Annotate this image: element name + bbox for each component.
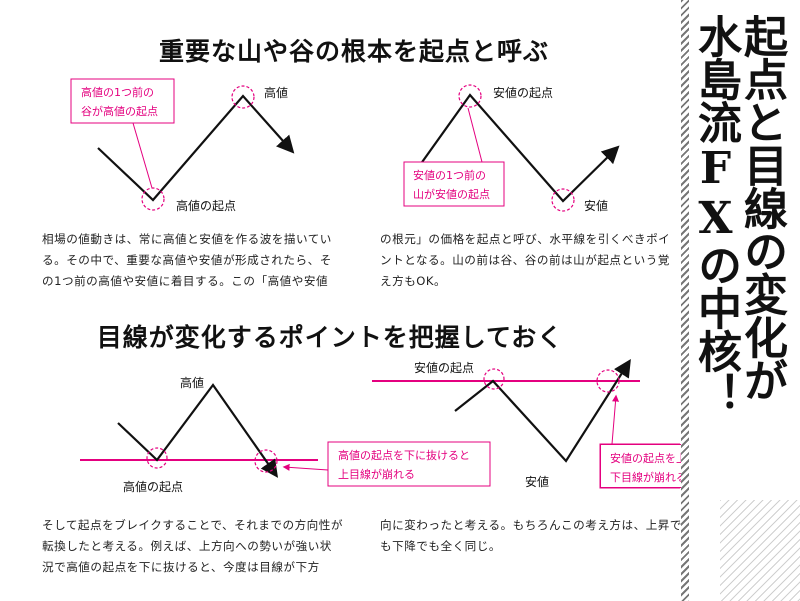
body-text-2: の根元」の価格を起点と呼び、水平線を引くべきポイ ントとなる。山の前は谷、谷の前… xyxy=(380,232,671,288)
peak-label: 高値 xyxy=(264,85,288,100)
hatched-divider xyxy=(681,0,689,601)
callout-text-1: 安値の1つ前の xyxy=(413,168,486,182)
callout-pointer xyxy=(132,122,153,189)
origin-circle xyxy=(146,447,168,469)
callout-box xyxy=(403,161,505,207)
peak-label: 高値 xyxy=(180,375,204,390)
sidebar-title-line-1: 起点と目線の変化が xyxy=(736,14,787,401)
break-circle xyxy=(596,369,620,393)
origin-label: 安値の起点 xyxy=(414,360,474,375)
price-wave-line xyxy=(97,94,295,202)
origin-label: 高値の起点 xyxy=(176,198,236,213)
section2-diagrams: 高値 高値の起点 高値の起点を下に抜けると 上目線が崩れる 安値の起点 安値 xyxy=(80,359,680,494)
body-text-3: そして起点をブレイクすることで、それまでの方向性が 転換したと考える。例えば、上… xyxy=(42,518,343,574)
diagram-peak-origin: 高値の1つ前の 谷が高値の起点 高値 高値の起点 xyxy=(70,78,295,213)
corner-hatch xyxy=(720,500,800,601)
trough-circle xyxy=(551,188,575,212)
break-circle xyxy=(254,449,278,473)
callout-text-2: 山が安値の起点 xyxy=(413,187,490,201)
callout-text-1: 高値の起点を下に抜けると xyxy=(338,448,470,462)
sidebar-title-line-2: 水島流FXの中核！ xyxy=(690,14,741,415)
callout-box xyxy=(327,441,491,487)
origin-label: 安値の起点 xyxy=(493,85,553,100)
callout-text-2: 上目線が崩れる xyxy=(338,467,415,481)
price-wave-line xyxy=(454,359,631,463)
section2-heading: 目線が変化するポイントを把握しておく xyxy=(96,323,564,352)
origin-circle xyxy=(458,84,482,108)
diagram-break-down: 高値 高値の起点 高値の起点を下に抜けると 上目線が崩れる xyxy=(80,375,491,494)
price-wave-line xyxy=(117,383,279,478)
callout-text-2: 谷が高値の起点 xyxy=(81,104,158,118)
trough-label: 安値 xyxy=(525,474,549,489)
callout-pointer xyxy=(282,463,329,471)
callout-text-2: 下目線が崩れる xyxy=(610,471,687,484)
body-text-4: 向に変わったと考える。もちろんこの考え方は、上昇で も下降でも全く同じ。 xyxy=(380,518,682,553)
callout-box xyxy=(70,78,175,124)
diagram-trough-origin: 安値の1つ前の 山が安値の起点 安値の起点 安値 xyxy=(403,84,620,213)
price-wave-line xyxy=(419,93,620,203)
callout-pointer xyxy=(467,107,483,163)
origin-circle xyxy=(483,368,505,390)
callout-text-1: 高値の1つ前の xyxy=(81,85,154,99)
callout-pointer xyxy=(611,394,620,445)
section1-heading: 重要な山や谷の根本を起点と呼ぶ xyxy=(158,37,549,66)
trough-label: 安値 xyxy=(584,198,608,213)
section1-diagrams: 高値の1つ前の 谷が高値の起点 高値 高値の起点 安値の1つ前の 山が安値の起点… xyxy=(70,78,620,213)
peak-circle xyxy=(231,85,255,109)
origin-circle xyxy=(141,187,165,211)
body-text-1: 相場の値動きは、常に高値と安値を作る波を描いてい る。その中で、重要な高値や安値… xyxy=(42,232,332,288)
origin-label: 高値の起点 xyxy=(123,479,183,494)
